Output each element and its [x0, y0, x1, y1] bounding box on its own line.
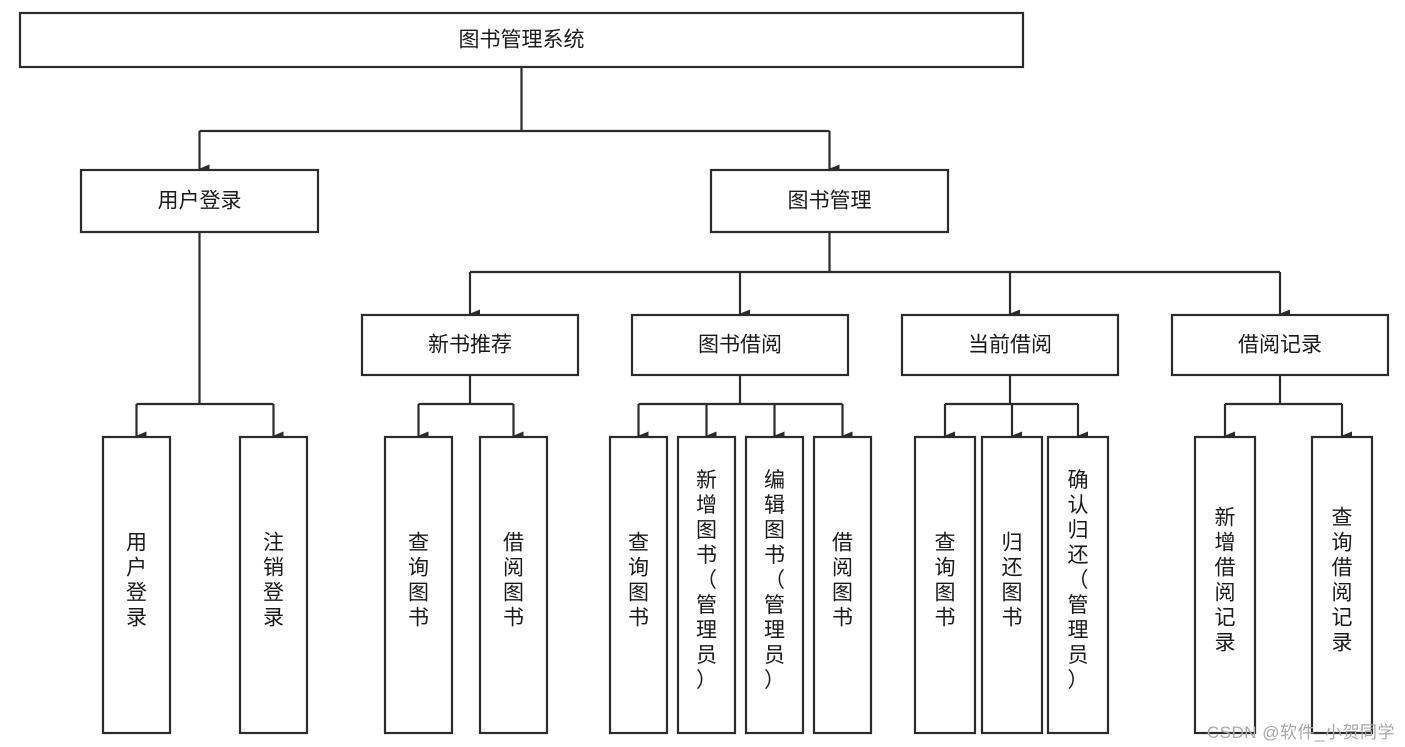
node-borrow-record[interactable]: 借阅记录: [1170, 313, 1390, 377]
node-box-leaf-query-record: [1310, 435, 1374, 735]
node-label-user-login: 用户登录: [158, 190, 242, 213]
node-layer: 图书管理系统用户登录图书管理新书推荐图书借阅当前借阅借阅记录用户登录注销登录查询…: [18, 11, 1390, 735]
node-label-current-borrow: 当前借阅: [968, 334, 1052, 357]
node-box-leaf-query-book-2: [608, 435, 669, 735]
node-label-leaf-query-book-1: 查询图书: [408, 532, 429, 630]
node-box-leaf-borrow-book-2: [812, 435, 873, 735]
node-box-leaf-logout: [238, 435, 309, 735]
node-label-leaf-borrow-book-1: 借阅图书: [503, 532, 524, 630]
node-label-leaf-add-book: 新增图书（管理员）: [696, 469, 717, 692]
node-box-leaf-confirm-return: [1046, 435, 1110, 735]
node-box-leaf-query-book-3: [913, 435, 977, 735]
node-leaf-logout[interactable]: 注销登录: [238, 435, 309, 735]
node-new-book-recommend[interactable]: 新书推荐: [360, 313, 580, 377]
node-label-borrow-record: 借阅记录: [1238, 334, 1322, 357]
node-leaf-query-record[interactable]: 查询借阅记录: [1310, 435, 1374, 735]
node-box-current-borrow: [900, 313, 1120, 377]
node-label-root: 图书管理系统: [459, 29, 585, 52]
node-leaf-return-book[interactable]: 归还图书: [980, 435, 1044, 735]
node-box-root: [18, 11, 1025, 69]
node-box-leaf-borrow-book-1: [478, 435, 549, 735]
node-label-leaf-borrow-book-2: 借阅图书: [832, 532, 853, 630]
node-leaf-confirm-return[interactable]: 确认归还（管理员）: [1046, 435, 1110, 735]
node-leaf-add-record[interactable]: 新增借阅记录: [1193, 435, 1257, 735]
node-leaf-query-book-2[interactable]: 查询图书: [608, 435, 669, 735]
watermark-text: CSDN @软件_小贺同学: [1206, 723, 1395, 742]
connector-layer: [135, 67, 1352, 441]
node-label-book-borrow: 图书借阅: [698, 334, 782, 357]
node-box-borrow-record: [1170, 313, 1390, 377]
node-label-leaf-logout: 注销登录: [263, 532, 284, 630]
node-box-user-login: [79, 168, 320, 234]
node-leaf-user-login[interactable]: 用户登录: [101, 435, 172, 735]
node-box-book-borrow: [630, 313, 850, 377]
node-user-login[interactable]: 用户登录: [79, 168, 320, 234]
node-leaf-borrow-book-1[interactable]: 借阅图书: [478, 435, 549, 735]
node-box-new-book-recommend: [360, 313, 580, 377]
node-leaf-query-book-3[interactable]: 查询图书: [913, 435, 977, 735]
node-label-leaf-edit-book: 编辑图书（管理员）: [764, 469, 785, 692]
node-box-leaf-edit-book: [744, 435, 805, 735]
node-label-new-book-recommend: 新书推荐: [428, 334, 512, 357]
node-box-leaf-add-book: [676, 435, 737, 735]
node-leaf-query-book-1[interactable]: 查询图书: [383, 435, 454, 735]
node-label-leaf-add-record: 新增借阅记录: [1215, 507, 1236, 655]
node-leaf-edit-book[interactable]: 编辑图书（管理员）: [744, 435, 805, 735]
node-label-leaf-query-book-3: 查询图书: [935, 532, 956, 630]
node-label-leaf-query-record: 查询借阅记录: [1332, 507, 1353, 655]
node-leaf-borrow-book-2[interactable]: 借阅图书: [812, 435, 873, 735]
node-label-leaf-query-book-2: 查询图书: [628, 532, 649, 630]
node-box-leaf-add-record: [1193, 435, 1257, 735]
node-box-leaf-user-login: [101, 435, 172, 735]
node-leaf-add-book[interactable]: 新增图书（管理员）: [676, 435, 737, 735]
node-box-leaf-query-book-1: [383, 435, 454, 735]
node-label-leaf-return-book: 归还图书: [1002, 532, 1023, 630]
node-label-leaf-confirm-return: 确认归还（管理员）: [1068, 469, 1089, 692]
node-root[interactable]: 图书管理系统: [18, 11, 1025, 69]
node-book-borrow[interactable]: 图书借阅: [630, 313, 850, 377]
node-current-borrow[interactable]: 当前借阅: [900, 313, 1120, 377]
node-box-book-manage: [709, 168, 950, 234]
node-label-leaf-user-login: 用户登录: [126, 532, 147, 630]
node-book-manage[interactable]: 图书管理: [709, 168, 950, 234]
node-box-leaf-return-book: [980, 435, 1044, 735]
node-label-book-manage: 图书管理: [788, 190, 872, 213]
